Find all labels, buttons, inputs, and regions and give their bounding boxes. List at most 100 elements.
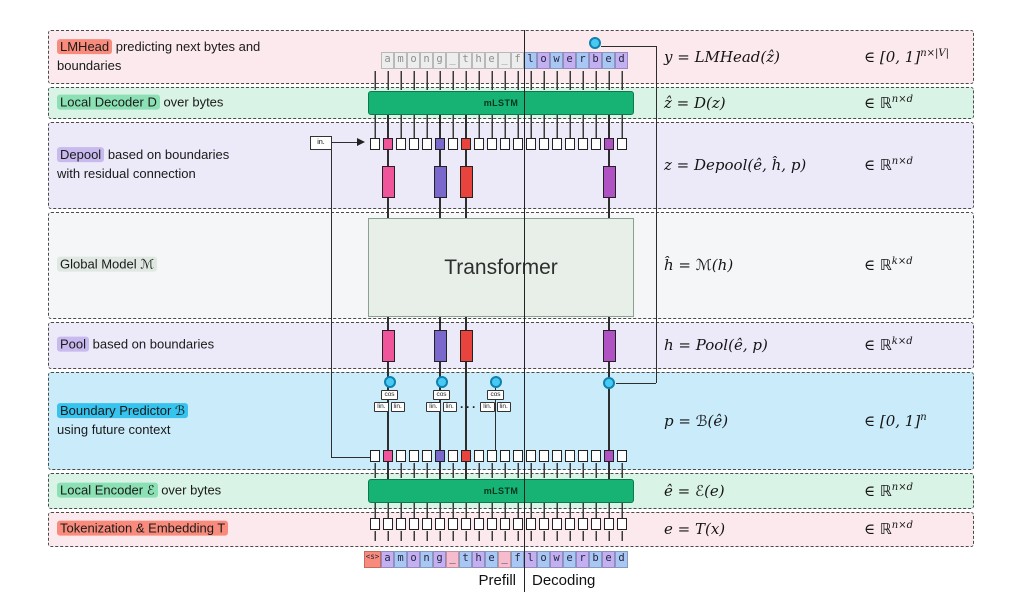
connector-line	[465, 113, 467, 218]
tick-comb	[370, 531, 631, 541]
token-byte-cell	[370, 518, 380, 530]
input-char: m	[394, 551, 407, 568]
input-char: _	[498, 551, 511, 568]
token-byte-cell	[591, 518, 601, 530]
band-label-text: LMHead	[57, 39, 113, 55]
formula-pool: h = Pool(ê, p) ∈ ℝk×d	[664, 336, 970, 354]
predicted-char: h	[472, 52, 485, 69]
band-label-text: Boundary Predictor ℬ	[57, 403, 189, 419]
depool-byte-cell	[526, 138, 536, 150]
depool-byte-cell	[500, 138, 510, 150]
depool-byte-cell	[565, 138, 575, 150]
connector-line	[601, 45, 656, 47]
formula-lhs: y = LMHead(ẑ)	[664, 48, 781, 66]
formula-tokenization: e = T(x) ∈ ℝn×d	[664, 520, 970, 538]
depool-byte-cell	[578, 138, 588, 150]
lin-box: lin.	[374, 402, 389, 412]
token-byte-cell	[422, 518, 432, 530]
decoding-label: Decoding	[532, 572, 596, 589]
prefill-label: Prefill	[478, 572, 516, 589]
mlstm-encoder-box: mLSTM	[368, 479, 634, 503]
input-char: a	[381, 551, 394, 568]
label-global-model: Global Model ℳ	[57, 256, 349, 275]
formula-domain: ∈ ℝn×d	[864, 520, 913, 538]
boundary-byte-cell	[448, 450, 458, 462]
formula-lhs: p = ℬ(ê)	[664, 412, 729, 430]
lin-box: lin.	[390, 402, 405, 412]
boundary-byte-cell	[370, 450, 380, 462]
pool-vector	[381, 330, 395, 362]
token-byte-cell	[539, 518, 549, 530]
depool-byte-cell	[461, 138, 471, 150]
boundary-byte-cell	[617, 450, 627, 462]
label-tokenization: Tokenization & Embedding T	[57, 520, 349, 539]
connector-line	[655, 46, 657, 383]
band-label-text: Tokenization & Embedding T	[57, 520, 229, 536]
boundary-byte-cell	[526, 450, 536, 462]
input-char: t	[459, 551, 472, 568]
formula-domain: ∈ ℝn×d	[864, 94, 913, 112]
predicted-char: o	[537, 52, 550, 69]
label-pool: Pool based on boundaries	[57, 336, 349, 355]
lin-row: lin. lin.	[374, 402, 405, 412]
boundary-byte-cell	[565, 450, 575, 462]
input-char: o	[537, 551, 550, 568]
input-char: e	[563, 551, 576, 568]
formula-local-encoder: ê = ℰ(e) ∈ ℝn×d	[664, 482, 970, 500]
token-byte-cell	[435, 518, 445, 530]
formula-lhs: ĥ = ℳ(h)	[664, 256, 734, 274]
depool-byte-cell	[591, 138, 601, 150]
input-char: n	[420, 551, 433, 568]
connector-line	[608, 113, 610, 218]
formula-domain: ∈ ℝk×d	[864, 336, 913, 354]
boundary-predictor-module: cos lin. lin.	[477, 376, 514, 412]
tick-comb	[370, 114, 631, 138]
predicted-char: a	[381, 52, 394, 69]
band-label-text: over bytes	[159, 94, 224, 110]
band-label-text: over bytes	[157, 482, 222, 498]
depool-vector	[433, 166, 447, 198]
depool-byte-cell	[487, 138, 497, 150]
depool-byte-cell	[539, 138, 549, 150]
cos-box: cos	[487, 390, 504, 400]
prefill-decoding-divider	[523, 30, 526, 592]
predicted-char: g	[433, 52, 446, 69]
label-local-encoder: Local Encoder ℰ over bytes	[57, 482, 349, 501]
band-label-text: using future context	[57, 422, 171, 437]
boundary-prob-dot-icon	[603, 377, 615, 389]
pool-vector	[433, 330, 447, 362]
band-label-text: Global Model ℳ	[57, 256, 158, 272]
band-label-text: with residual connection	[57, 166, 196, 181]
formula-depool: z = Depool(ê, ĥ, p) ∈ ℝn×d	[664, 156, 970, 174]
predicted-char: e	[563, 52, 576, 69]
token-byte-cell	[500, 518, 510, 530]
input-char: l	[524, 551, 537, 568]
token-byte-cell	[396, 518, 406, 530]
boundary-byte-cell	[604, 450, 614, 462]
boundary-byte-cell	[409, 450, 419, 462]
depool-byte-cell	[370, 138, 380, 150]
predicted-char: o	[407, 52, 420, 69]
boundary-predictor-module: cos lin. lin.	[371, 376, 408, 412]
arrowhead-icon	[357, 138, 365, 146]
depool-byte-cell	[474, 138, 484, 150]
band-label-text: predicting next bytes and	[112, 39, 261, 55]
token-byte-cell	[383, 518, 393, 530]
input-char: o	[407, 551, 420, 568]
boundary-prob-dot-icon	[383, 376, 396, 388]
token-byte-cell	[487, 518, 497, 530]
depool-byte-cell	[396, 138, 406, 150]
band-label-text: Pool	[57, 336, 90, 352]
predicted-char: r	[576, 52, 589, 69]
token-byte-cell	[474, 518, 484, 530]
connector-line	[494, 388, 496, 450]
token-byte-cell	[513, 518, 523, 530]
cos-box: cos	[381, 390, 398, 400]
tick-comb	[370, 71, 631, 90]
boundary-predictor-module: cos lin. lin.	[423, 376, 460, 412]
boundary-byte-cell	[578, 450, 588, 462]
input-char: e	[485, 551, 498, 568]
formula-local-decoder: ẑ = D(z) ∈ ℝn×d	[664, 94, 970, 112]
formula-domain: ∈ ℝn×d	[864, 156, 913, 174]
